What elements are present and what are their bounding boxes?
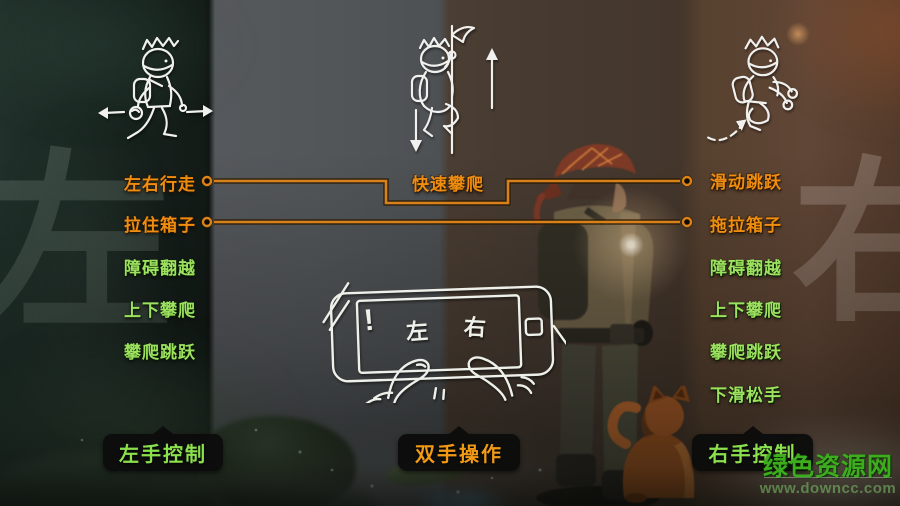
list-item: 左右行走 xyxy=(124,175,196,194)
site-watermark-divider xyxy=(764,477,892,478)
two-hands-operation-button[interactable]: 双手操作 xyxy=(398,426,520,471)
jumping-character-sketch xyxy=(700,32,820,152)
tablet-outline xyxy=(316,268,566,403)
center-action-label: 快速攀爬 xyxy=(412,175,484,194)
list-item: 攀爬跳跃 xyxy=(124,343,196,362)
list-item: 攀爬跳跃 xyxy=(710,343,782,362)
list-item: 上下攀爬 xyxy=(124,301,196,320)
site-watermark-name: 绿色资源网 xyxy=(762,453,893,481)
list-item: 障碍翻越 xyxy=(710,259,782,278)
left-hand-control-button[interactable]: 左手控制 xyxy=(103,426,223,471)
list-item: 拖拉箱子 xyxy=(710,216,782,235)
tablet-right-zone-label: 右 xyxy=(463,314,487,341)
list-item: 拉住箱子 xyxy=(124,216,196,235)
site-watermark-url: www.downcc.com xyxy=(759,480,897,497)
right-hand-control-button[interactable]: 右手控制 xyxy=(692,426,813,471)
list-item: 障碍翻越 xyxy=(124,259,196,278)
tablet-two-hands-sketch: ! 左 右 xyxy=(316,268,566,403)
list-item: 上下攀爬 xyxy=(710,301,782,320)
walking-character-sketch xyxy=(98,28,213,153)
climbing-character-sketch xyxy=(410,22,498,157)
list-item: 下滑松手 xyxy=(710,386,782,405)
list-item: 滑动跳跃 xyxy=(710,173,782,192)
tablet-left-zone-label: 左 xyxy=(405,318,429,345)
